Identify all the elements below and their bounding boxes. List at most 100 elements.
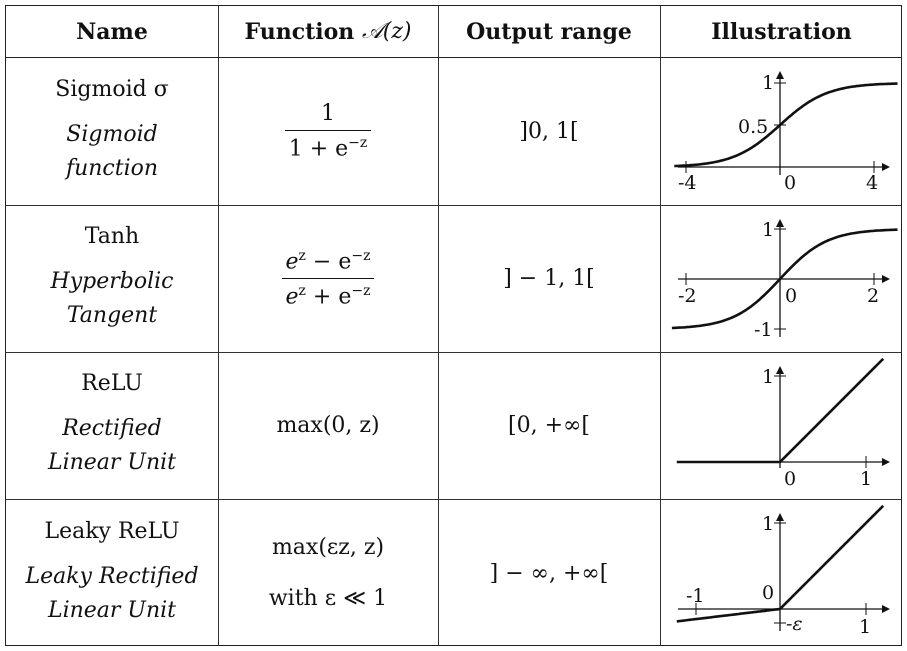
term: e [285,249,299,274]
row-relu-formula: max(0, z) [276,413,380,438]
denominator: 1 + e−z [285,131,372,161]
header-function-arg: (z) [382,19,412,44]
relu-plot: 0 1 1 [676,357,890,490]
term: − e [305,249,352,274]
column-divider [218,6,219,645]
term: + e [305,284,352,310]
y-axis-arrow [776,513,784,521]
y-axis-arrow [776,71,784,79]
activation-functions-table: Name Function 𝒜 (z) Output range Illustr… [5,5,902,646]
x-tick-label: -4 [678,172,697,194]
function-description: Rectified Linear Unit [48,412,176,480]
y-tick-label: -1 [754,319,773,341]
row-leaky-relu-illustration: -1 -ε 1 1 0 [660,499,903,647]
row-tanh-illustration: -2 0 2 1 -1 [660,205,903,352]
x-tick-label: 4 [866,172,878,194]
row-relu-range: [0, +∞[ [508,413,590,438]
description-line-2: Linear Unit [47,597,177,623]
header-name: Name [76,18,148,45]
row-sigmoid-formula: 1 1 + e−z [218,57,438,205]
row-relu-name: ReLU Rectified Linear Unit [6,352,218,499]
leaky-relu-plot: -1 -ε 1 1 0 [676,504,890,638]
exponent: −z [351,247,371,264]
function-description: Leaky Rectified Linear Unit [25,560,198,628]
fraction: 1 1 + e−z [284,100,372,161]
x-tick-label: -2 [678,285,697,307]
header-function-label: Function [244,18,362,45]
tanh-curve [671,228,898,330]
denominator-exponent: −z [348,134,368,151]
row-leaky-relu-formula: max(εz, z) with ε ≪ 1 [218,499,438,647]
header-illustration: Illustration [711,18,852,45]
description-line-2: function [65,155,159,181]
function-name: Leaky ReLU [44,518,180,544]
x-tick-label: 1 [860,468,872,490]
column-divider [438,6,439,645]
y-tick-label: 1 [762,72,774,94]
description-line-1: Sigmoid [66,121,158,147]
function-description: Hyperbolic Tangent [51,265,174,333]
column-divider [660,6,661,645]
exponent: −z [351,283,371,299]
tanh-plot: -2 0 2 1 -1 [671,219,898,341]
x-tick-label: 1 [859,616,871,638]
x-tick-label: 2 [867,285,879,307]
row-leaky-relu-range: ] − ∞, +∞[ [489,560,609,586]
term: e [285,284,299,310]
y-tick-label: 1 [762,513,774,535]
description-line-1: Leaky Rectified [25,563,199,589]
y-axis-arrow [776,219,784,227]
exponent: z [298,283,306,299]
x-axis-arrow [882,458,890,466]
numerator: 1 [320,100,335,126]
header-divider [6,57,901,58]
leaky-relu-curve [676,504,885,623]
row-divider [6,205,901,206]
row-tanh-name: Tanh Hyperbolic Tangent [6,205,218,352]
description-line-2: Linear Unit [47,450,177,475]
header-function-symbol: 𝒜 [361,19,383,44]
y-tick-label: 0.5 [738,116,768,138]
row-sigmoid-name: Sigmoid σ Sigmoid function [6,57,218,205]
sigmoid-curve [674,82,898,168]
row-tanh-range: ] − 1, 1[ [503,266,595,291]
y-tick-label: 1 [762,366,774,388]
y-tick-label: 1 [762,219,774,241]
fraction-bar [281,278,375,279]
x-tick-label: -1 [686,585,705,607]
description-line-1: Hyperbolic [50,269,174,294]
x-axis-arrow [882,163,890,171]
row-sigmoid-range: ]0, 1[ [519,118,579,144]
denominator-base: 1 + e [288,136,349,162]
header-function: Function 𝒜 (z) [218,6,438,57]
function-name: Sigmoid σ [55,76,169,102]
function-description: Sigmoid function [66,118,158,186]
function-name: ReLU [81,371,143,396]
description-line-2: Tangent [66,303,158,328]
fraction-bar [284,129,372,131]
row-sigmoid-illustration: -4 0 4 1 0.5 [660,57,903,205]
x-tick-label: -ε [786,613,803,635]
formula-note: with ε ≪ 1 [268,586,388,611]
numerator: ez − e−z [282,248,375,278]
y-axis-arrow [776,366,784,374]
x-tick-label: 0 [785,285,797,307]
exponent: z [298,247,306,264]
denominator: ez + e−z [282,279,375,309]
function-name: Tanh [84,224,140,249]
row-leaky-relu-name: Leaky ReLU Leaky Rectified Linear Unit [6,499,218,647]
row-relu-illustration: 0 1 1 [660,352,903,499]
x-tick-label: 0 [784,172,796,194]
y-tick-label: 0 [762,582,774,604]
header-output-range: Output range [466,18,632,45]
sigmoid-plot: -4 0 4 1 0.5 [674,71,898,194]
description-line-1: Rectified [62,416,162,441]
x-tick-label: 0 [784,468,796,490]
row-tanh-formula: ez − e−z ez + e−z [218,205,438,352]
x-axis-arrow [882,275,890,283]
row-divider [6,499,901,500]
fraction: ez − e−z ez + e−z [281,248,375,309]
relu-curve [676,357,885,464]
row-divider [6,352,901,353]
x-axis-arrow [882,605,890,613]
